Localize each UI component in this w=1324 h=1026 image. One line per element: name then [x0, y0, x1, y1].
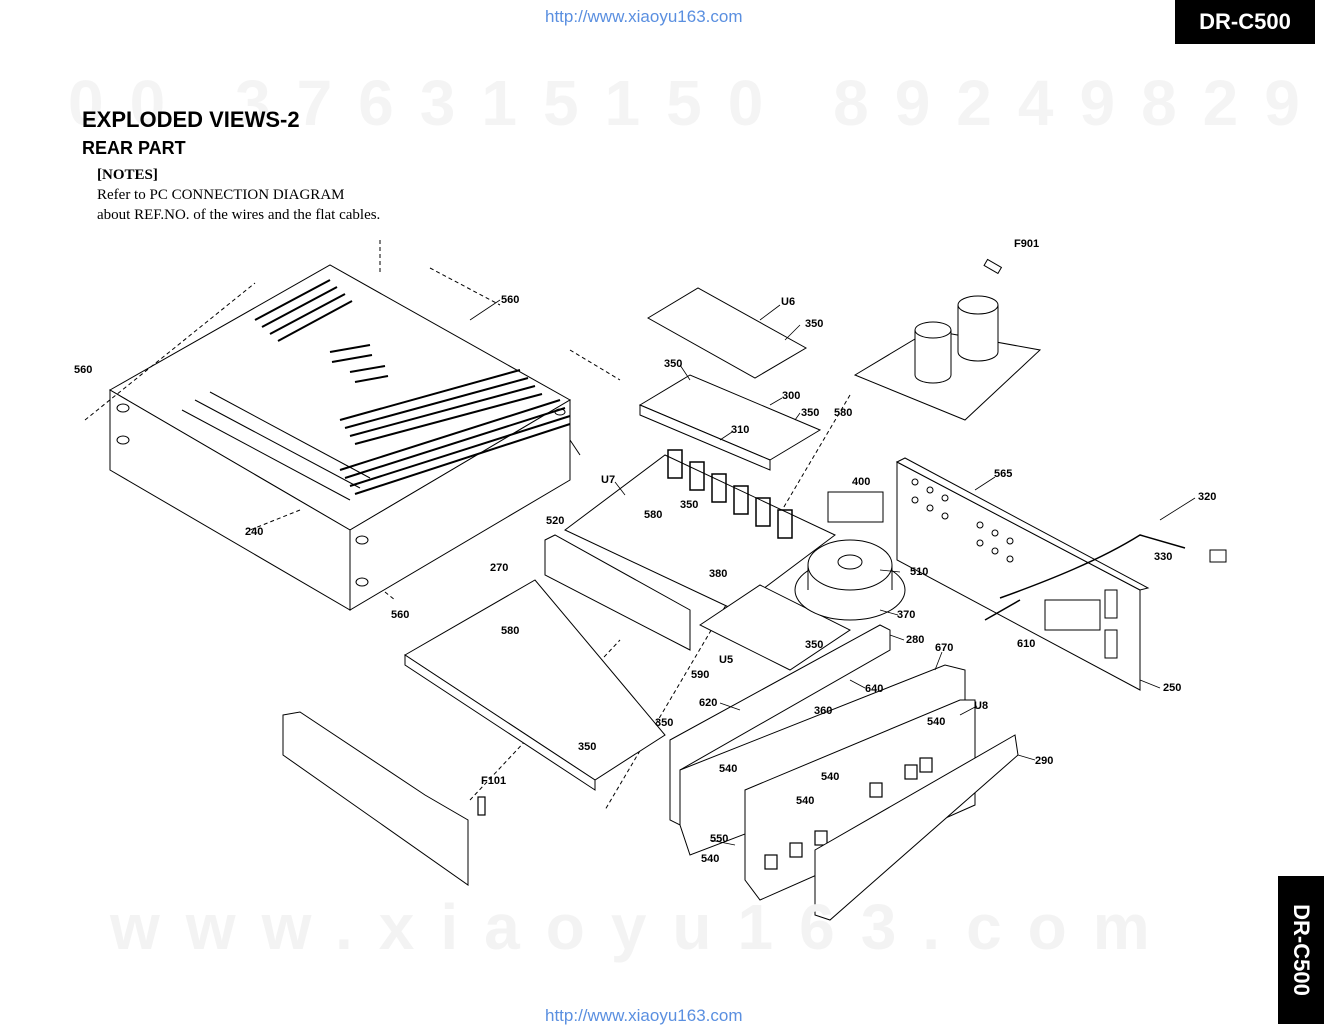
label-310: 310: [731, 424, 750, 436]
board-u5: [699, 584, 851, 671]
label-560-a: 560: [501, 294, 520, 306]
label-620: 620: [699, 697, 718, 709]
label-250: 250: [1163, 682, 1182, 694]
label-350-g: 350: [578, 741, 597, 753]
label-370: 370: [897, 609, 916, 621]
label-640: 640: [865, 683, 884, 695]
model-badge-side: DR-C500: [1278, 876, 1324, 1024]
model-badge-top: DR-C500: [1175, 0, 1315, 44]
label-670: 670: [935, 642, 954, 654]
label-560-c: 560: [391, 609, 410, 621]
label-360: 360: [814, 705, 833, 717]
label-350-d: 350: [680, 499, 699, 511]
label-540-c: 540: [821, 771, 840, 783]
label-290: 290: [1035, 755, 1054, 767]
label-540-a: 540: [927, 716, 946, 728]
label-520: 520: [546, 515, 565, 527]
label-510: 510: [910, 566, 929, 578]
label-540-e: 540: [701, 853, 720, 865]
label-u8: U8: [974, 700, 989, 712]
board-f101: [282, 711, 469, 886]
top-cover: [108, 264, 581, 611]
label-350-a: 350: [805, 318, 824, 330]
label-300: 300: [782, 390, 801, 402]
label-f101: F101: [481, 775, 507, 787]
page-title: EXPLODED VIEWS-2: [82, 107, 300, 132]
bottom-url[interactable]: http://www.xiaoyu163.com: [545, 1006, 743, 1025]
label-350-e: 350: [805, 639, 824, 651]
label-350-c: 350: [801, 407, 820, 419]
label-330: 330: [1154, 551, 1173, 563]
transformer: [794, 539, 906, 621]
part-400: [827, 491, 884, 523]
label-610: 610: [1017, 638, 1036, 650]
label-240: 240: [245, 526, 264, 538]
plug: [1209, 549, 1227, 563]
label-540-b: 540: [719, 763, 738, 775]
label-u5: U5: [719, 654, 734, 666]
label-320: 320: [1198, 491, 1217, 503]
notes-line-2: about REF.NO. of the wires and the flat …: [97, 207, 381, 223]
frame-280: [669, 624, 891, 826]
top-url[interactable]: http://www.xiaoyu163.com: [545, 7, 743, 26]
label-540-d: 540: [796, 795, 815, 807]
watermark-numbers: 00 376315150 892498299: [68, 67, 1324, 139]
model-side-text: DR-C500: [1289, 904, 1314, 996]
board-u6: [647, 287, 808, 379]
notes-line-1: Refer to PC CONNECTION DIAGRAM: [97, 187, 345, 203]
label-350-b: 350: [664, 358, 683, 370]
label-580-c: 580: [501, 625, 520, 637]
board-u7: [564, 454, 836, 611]
label-380: 380: [709, 568, 728, 580]
label-590: 590: [691, 669, 710, 681]
label-u6: U6: [781, 296, 796, 308]
label-560-b: 560: [74, 364, 93, 376]
capacitors: [914, 295, 999, 384]
label-350-f: 350: [655, 717, 674, 729]
notes-heading: [NOTES]: [97, 167, 158, 183]
power-cord: [999, 534, 1186, 599]
rear-panel: [896, 461, 1141, 691]
label-270: 270: [490, 562, 509, 574]
board-290: [814, 734, 1019, 921]
notes-block: [NOTES] Refer to PC CONNECTION DIAGRAM a…: [97, 165, 380, 225]
label-280: 280: [906, 634, 925, 646]
label-400: 400: [852, 476, 871, 488]
label-565: 565: [994, 468, 1013, 480]
board-520: [544, 534, 691, 651]
label-f901: F901: [1014, 238, 1040, 250]
label-u7: U7: [601, 474, 616, 486]
label-580-b: 580: [644, 509, 663, 521]
label-550: 550: [710, 833, 729, 845]
page-subtitle: REAR PART: [82, 138, 186, 158]
watermark-url: www.xiaoyu163.com: [110, 891, 1176, 963]
label-580-a: 580: [834, 407, 853, 419]
